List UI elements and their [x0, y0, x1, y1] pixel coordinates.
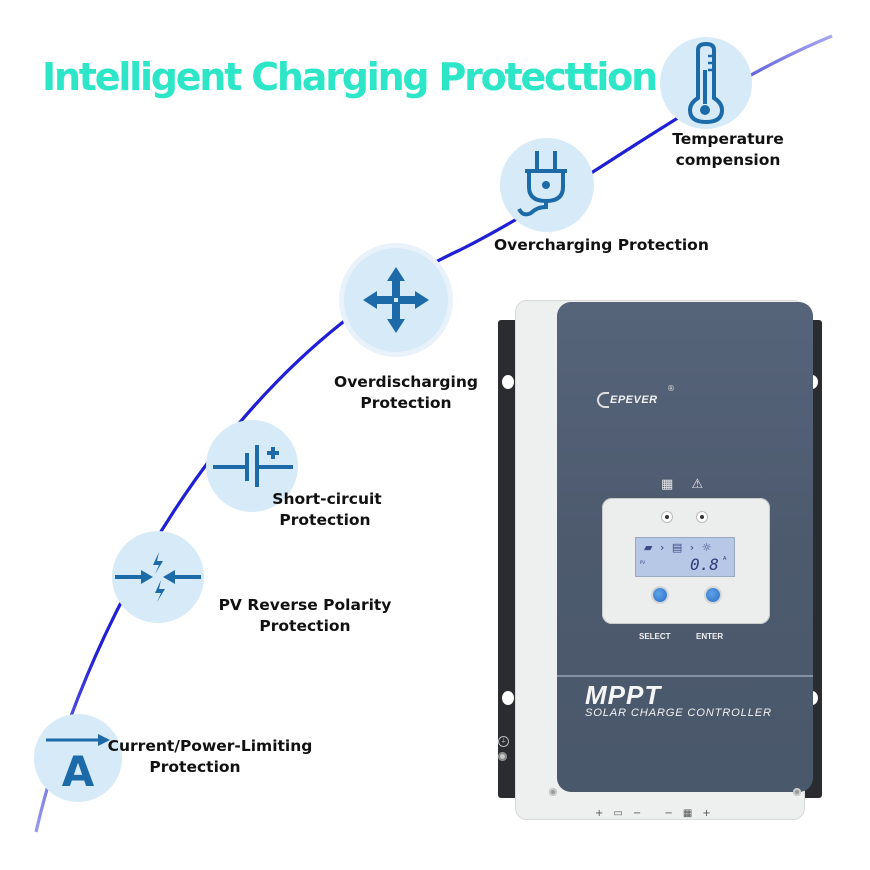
- display-faceplate: ▰ › ▤ › ☼ PV 0.8 A: [602, 498, 770, 624]
- screw: [549, 788, 557, 796]
- terminal-battery-minus: −: [632, 808, 652, 819]
- label-line-2: Protection: [259, 617, 351, 635]
- label-line-2: compension: [675, 151, 781, 169]
- lcd-pv-label: PV: [640, 560, 646, 565]
- terminal-labels: +▭− −▦+: [595, 808, 721, 819]
- current-limit-icon: A: [46, 734, 110, 796]
- feature-label: Short-circuit Protection: [262, 489, 392, 531]
- lcd-unit: A: [723, 556, 727, 562]
- feature-label: PV Reverse Polarity Protection: [210, 595, 400, 637]
- feature-label: Current/Power-Limiting Protection: [100, 736, 320, 778]
- model-title: MPPT: [585, 680, 662, 710]
- mounting-bracket-left: [498, 320, 518, 798]
- charge-controller-device: ⏚ EPEVER ® ▦ ⚠ ▰ › ▤ › ☼ PV 0.8 A: [490, 300, 830, 835]
- lcd-flow-icons: ▰ › ▤ › ☼: [644, 541, 714, 554]
- battery-icon: ▭: [613, 808, 633, 819]
- label-line-1: Temperature: [672, 130, 784, 148]
- lcd-chevron-icon: ›: [689, 541, 697, 554]
- lcd-value: 0.8: [690, 555, 719, 574]
- panel-divider: [557, 675, 813, 677]
- terminal-pv-plus: +: [702, 808, 721, 819]
- label-line-1: Overcharging Protection: [494, 236, 709, 254]
- svg-text:A: A: [62, 747, 95, 796]
- label-line-1: Short-circuit: [272, 490, 382, 508]
- feature-circle: [344, 248, 448, 352]
- label-line-1: PV Reverse Polarity: [218, 596, 392, 614]
- feature-circle: [500, 138, 594, 232]
- mounting-hole: [502, 375, 514, 389]
- label-line-2: Protection: [149, 758, 241, 776]
- feature-label: Overdischarging Protection: [326, 372, 486, 414]
- feature-label: Temperature compension: [658, 129, 798, 171]
- lcd-solar-icon: ▰: [644, 541, 655, 554]
- enter-button[interactable]: [706, 588, 720, 602]
- warning-icon: ⚠: [691, 477, 704, 492]
- ground-symbol-icon: ⏚: [498, 736, 509, 747]
- plug-icon: [517, 151, 567, 217]
- brand-logo: EPEVER: [597, 392, 658, 408]
- solar-panel-icon: ▦: [661, 477, 674, 492]
- mounting-hole: [502, 691, 514, 705]
- status-led-solar: [662, 512, 672, 522]
- status-indicator-icons: ▦ ⚠: [661, 477, 703, 492]
- four-arrows-icon: [363, 267, 429, 333]
- select-label: SELECT: [639, 632, 671, 641]
- registered-mark: ®: [667, 384, 675, 393]
- front-panel: EPEVER ® ▦ ⚠ ▰ › ▤ › ☼ PV 0.8 A: [557, 302, 813, 792]
- feature-circle: [206, 420, 298, 512]
- feature-circle: [660, 37, 752, 129]
- feature-circle: A: [34, 714, 122, 802]
- lcd-battery-icon: ▤: [671, 541, 685, 554]
- lcd-screen: ▰ › ▤ › ☼ PV 0.8 A: [635, 537, 735, 577]
- feature-label: Overcharging Protection: [494, 235, 724, 256]
- screw: [793, 788, 801, 796]
- select-button[interactable]: [653, 588, 667, 602]
- lcd-chevron-icon: ›: [659, 541, 667, 554]
- feature-circle: [112, 531, 204, 623]
- thermometer-icon: [687, 41, 725, 125]
- enter-label: ENTER: [696, 632, 724, 641]
- terminal-pv-minus: −: [664, 808, 683, 819]
- device-shell: EPEVER ® ▦ ⚠ ▰ › ▤ › ☼ PV 0.8 A: [515, 300, 813, 820]
- lcd-bulb-icon: ☼: [701, 541, 714, 554]
- battery-symbol-icon: [213, 445, 293, 487]
- model-subtitle: SOLAR CHARGE CONTROLLER: [585, 707, 772, 719]
- label-line-1: Current/Power-Limiting: [107, 737, 313, 755]
- label-line-1: Overdischarging: [334, 373, 478, 391]
- page-title: Intelligent Charging Protecttion: [42, 55, 658, 99]
- terminal-battery-plus: +: [595, 808, 614, 819]
- solar-panel-icon: ▦: [682, 808, 703, 819]
- reverse-polarity-icon: [115, 552, 201, 602]
- dial-knob[interactable]: [498, 752, 507, 761]
- label-line-2: Protection: [279, 511, 371, 529]
- label-line-2: Protection: [360, 394, 452, 412]
- status-led-fault: [697, 512, 707, 522]
